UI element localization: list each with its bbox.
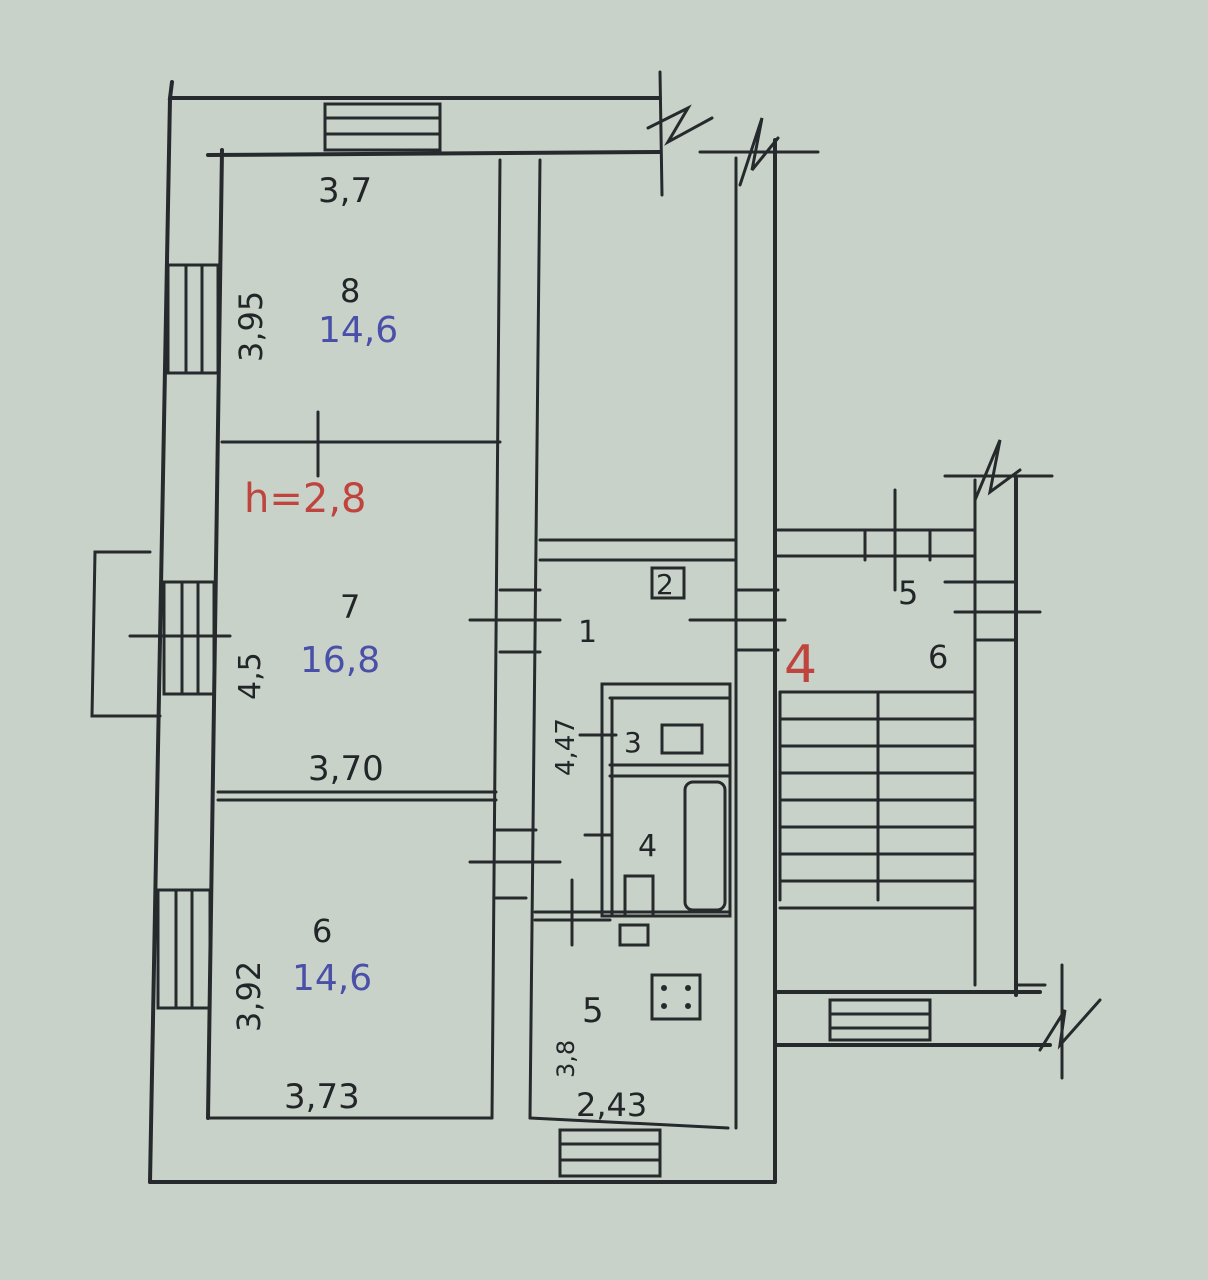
- room7-width-label: 3,70: [308, 749, 384, 789]
- hall-length-label: 4,47: [551, 718, 581, 776]
- partition-column-right: [528, 158, 542, 1120]
- break-marks: [646, 104, 1102, 1080]
- kitchen-number: 5: [582, 991, 604, 1031]
- stair-flight: [778, 690, 977, 910]
- partition-column-left: [490, 158, 502, 1120]
- window-room7-left: [90, 550, 232, 718]
- wc-number: 3: [624, 726, 642, 759]
- sanitary-block: [533, 566, 732, 1021]
- sanitary-outline: [600, 682, 732, 918]
- sink-icon: [623, 874, 655, 918]
- closet-number: 2: [656, 568, 674, 601]
- stove-icon: [650, 973, 702, 1021]
- outer-wall-top-inner: [206, 150, 662, 157]
- kitchen-width-label: 2,43: [576, 1086, 647, 1124]
- window-room8-left: [166, 263, 220, 375]
- room6-length-label: 3,92: [230, 961, 268, 1032]
- room7-number: 7: [340, 588, 360, 626]
- room8-width-label: 3,7: [318, 171, 372, 211]
- stair-number: 6: [928, 638, 948, 676]
- bath-number: 4: [638, 829, 657, 864]
- labels: 3,7 3,95 8 14,6 h=2,8 7 16,8 4,5 3,70 6 …: [230, 171, 948, 1124]
- bathtub-icon: [683, 780, 727, 912]
- closet-outline: [650, 566, 686, 600]
- room8-number: 8: [340, 272, 360, 310]
- outer-wall-left: [167, 80, 662, 100]
- room7-length-label: 4,5: [233, 652, 268, 700]
- kitchen-length-label: 3,8: [552, 1040, 580, 1078]
- outer-wall-top-end: [658, 70, 664, 197]
- window-room6-left: [156, 888, 212, 1010]
- kitchen-wall-bottom-inner: [528, 1116, 730, 1130]
- apartment-number: 4: [784, 635, 817, 695]
- vestibule-number: 5: [898, 574, 918, 612]
- sink-drain-icon: [618, 923, 650, 947]
- windows: [90, 102, 932, 1178]
- ceiling-height-note: h=2,8: [244, 476, 366, 522]
- window-room8-top: [323, 102, 442, 152]
- hall-number: 1: [578, 615, 597, 650]
- door-marks: [468, 580, 1047, 987]
- toilet-icon: [660, 723, 704, 755]
- window-kitchen-bottom: [558, 1128, 662, 1178]
- window-stair-bottom: [828, 998, 932, 1042]
- walls: [148, 70, 1054, 1184]
- room8-area: 14,6: [318, 310, 398, 351]
- outer-wall-left-outer: [148, 96, 172, 1184]
- room6-area: 14,6: [292, 958, 372, 999]
- room6-width-label: 3,73: [284, 1077, 360, 1117]
- room7-area: 16,8: [300, 640, 380, 681]
- room8-length-label: 3,95: [232, 291, 270, 362]
- room6-number: 6: [312, 912, 332, 950]
